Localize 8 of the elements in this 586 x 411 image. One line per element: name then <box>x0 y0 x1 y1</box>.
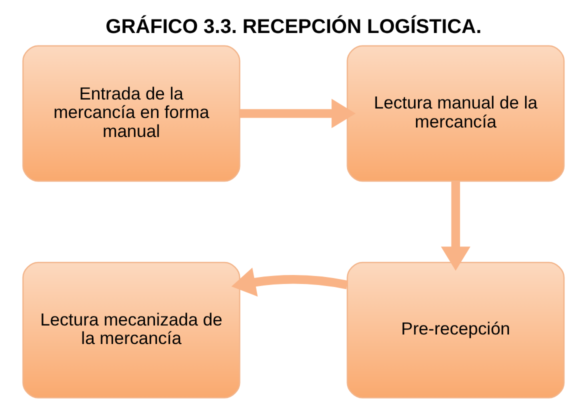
arrow <box>230 268 348 297</box>
node-box: Lectura manual de la mercancía <box>346 45 564 182</box>
arrow <box>239 98 356 128</box>
node-box: Lectura mecanizada de la mercancía <box>22 262 240 398</box>
diagram-title: GRÁFICO 3.3. RECEPCIÓN LOGÍSTICA. <box>105 16 482 38</box>
node-box: Pre-recepción <box>346 262 564 398</box>
arrow <box>440 181 470 271</box>
node-box: Entrada de la mercancía en forma manual <box>22 45 240 182</box>
